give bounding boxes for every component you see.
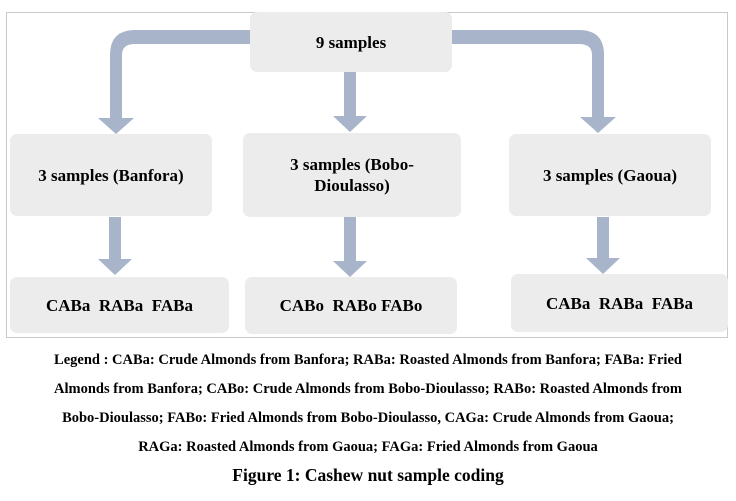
codes-label-banfora: CABa RABa FABa [45, 295, 194, 315]
arrow-gaoua-to-codes [586, 217, 620, 274]
legend-line: RAGa: Roasted Almonds from Gaoua; FAGa: … [138, 439, 598, 455]
group-label-banfora: 3 samples (Banfora) [38, 165, 184, 185]
arrow-root-to-gaoua [452, 30, 616, 133]
legend-line: Almonds from Banfora; CABo: Crude Almond… [54, 381, 682, 397]
arrow-banfora-to-codes [98, 217, 132, 275]
group-label-bobo-dioulasso: 3 samples (Bobo-Dioulasso) [290, 155, 414, 195]
codes-label-bobo-dioulasso: CABo RABo FABo [279, 296, 423, 315]
arrow-bobo-to-codes [333, 217, 367, 277]
codes-node-gaoua: CABa RABa FABa [511, 274, 728, 332]
codes-node-banfora: CABa RABa FABa [10, 277, 229, 333]
legend-line: Legend : CABa: Crude Almonds from Banfor… [54, 352, 682, 368]
root-node: 9 samples [250, 12, 452, 72]
arrow-root-to-banfora [98, 30, 252, 134]
group-label-gaoua: 3 samples (Gaoua) [542, 165, 678, 185]
legend: Legend : CABa: Crude Almonds from Banfor… [4, 346, 732, 462]
group-node-banfora: 3 samples (Banfora) [10, 134, 212, 216]
arrow-root-to-bobo [333, 70, 367, 132]
group-node-bobo-dioulasso: 3 samples (Bobo-Dioulasso) [243, 133, 461, 217]
codes-label-gaoua: CABa RABa FABa [545, 293, 694, 313]
legend-line: Bobo-Dioulasso; FABo: Fried Almonds from… [62, 410, 674, 426]
codes-node-bobo-dioulasso: CABo RABo FABo [245, 277, 457, 334]
group-node-gaoua: 3 samples (Gaoua) [509, 134, 711, 216]
root-node-label: 9 samples [315, 32, 387, 52]
figure-caption: Figure 1: Cashew nut sample coding [232, 465, 504, 485]
